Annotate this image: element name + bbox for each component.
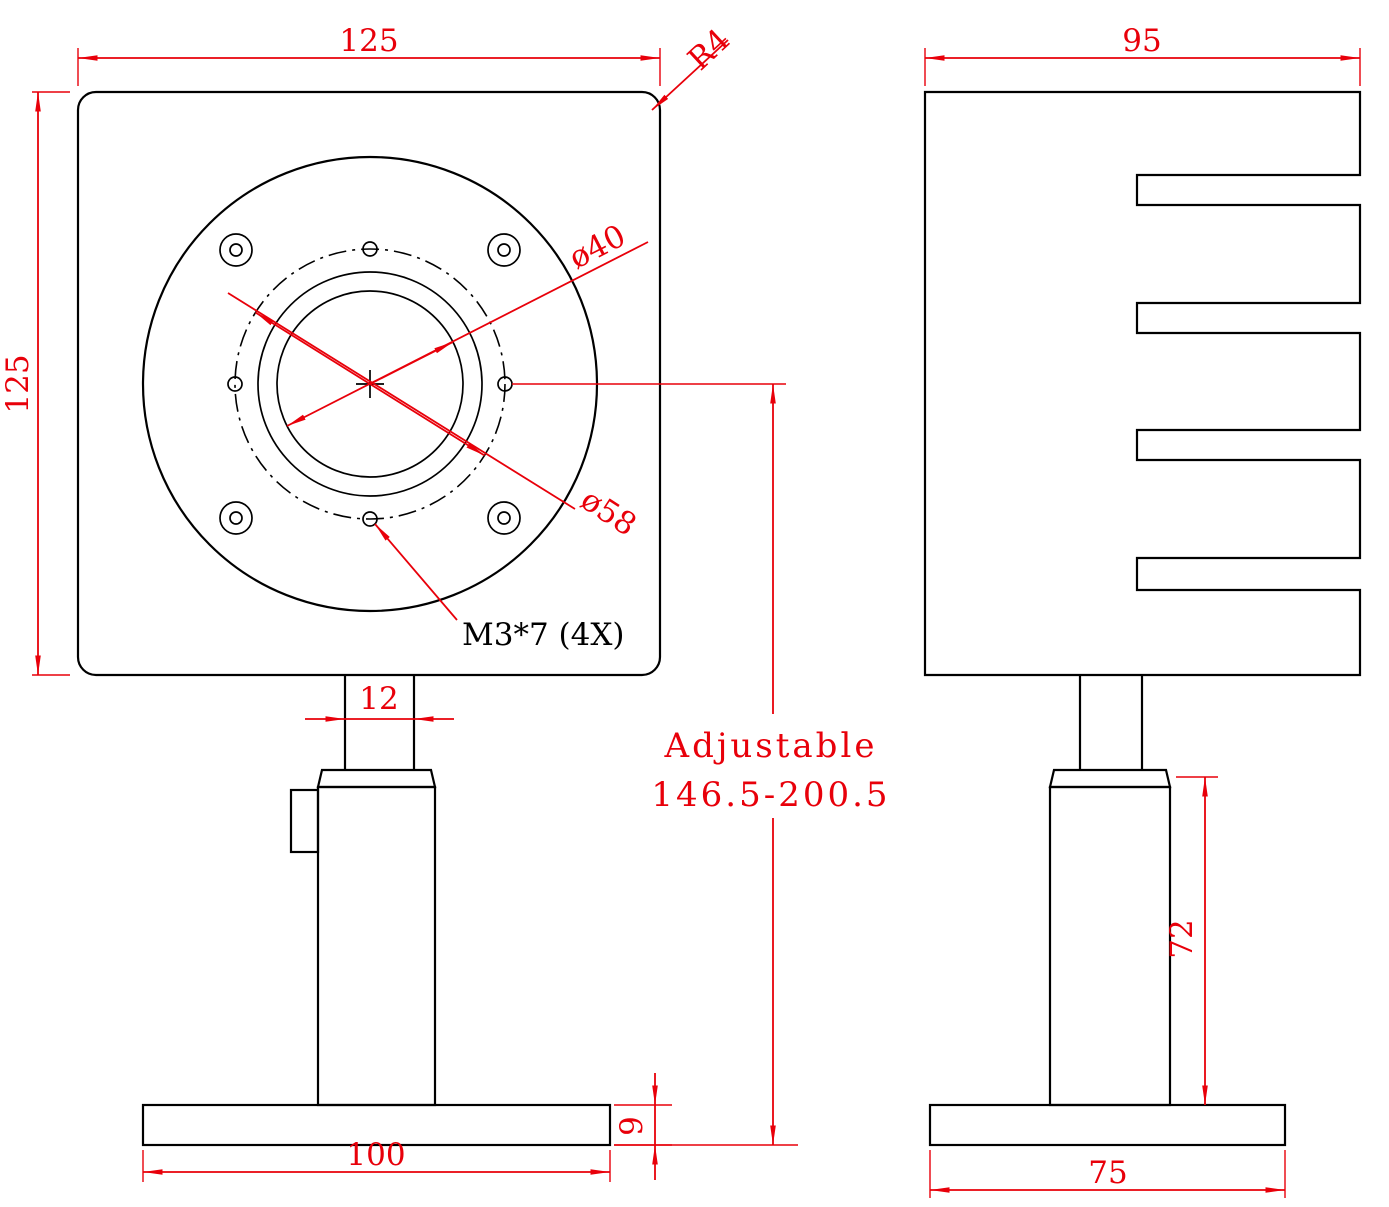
mount-hole-inner — [229, 511, 243, 525]
post-column — [316, 785, 437, 1107]
dim-line-aperture — [286, 241, 649, 427]
heatsink-body — [923, 90, 1362, 677]
side-dimensions: 95 72 75 — [924, 23, 1361, 1198]
side-view — [923, 90, 1362, 1147]
mount-hole-bottom-right — [487, 501, 521, 535]
aperture-circle — [276, 290, 464, 478]
mount-hole-outer — [487, 501, 521, 535]
mount-hole-inner — [229, 243, 243, 257]
mount-hole-inner — [497, 511, 511, 525]
post-collar — [1048, 768, 1172, 789]
leader-corner-radius — [651, 39, 729, 111]
clamp-knob — [289, 788, 320, 854]
tapped-hole-top — [362, 241, 378, 257]
dim-post-height-label: 72 — [1164, 919, 1200, 958]
mount-hole-inner — [497, 243, 511, 257]
mount-hole-outer — [219, 233, 253, 267]
post-collar — [316, 768, 437, 789]
mount-hole-outer — [219, 501, 253, 535]
post-column — [1048, 785, 1172, 1107]
corner-radius-label: R4 — [681, 22, 737, 78]
boss-circle — [257, 271, 483, 497]
dim-line-bolt-circle — [227, 292, 576, 510]
dim-line-aperture-arrow — [369, 341, 454, 385]
dim-depth-label: 95 — [1122, 23, 1161, 59]
dim-width-label: 125 — [339, 23, 398, 59]
base-plate — [928, 1103, 1287, 1147]
mount-hole-outer — [487, 233, 521, 267]
bolt-circle-diameter-label: ø58 — [574, 482, 642, 544]
dim-line-bolt-circle-arrow2 — [369, 383, 485, 457]
mount-hole-top-left — [219, 233, 253, 267]
mount-hole-bottom-left — [219, 501, 253, 535]
adjustable-label-line2: 146.5-200.5 — [651, 775, 890, 815]
base-plate — [141, 1103, 612, 1147]
dim-base-width-label: 100 — [346, 1137, 405, 1173]
dim-side-base-width-label: 75 — [1088, 1155, 1127, 1191]
front-dimensions: 125 R4 125 ø40 ø58 M3*7 (4X) 12 Adjustab… — [0, 22, 890, 1182]
dim-stem-width-label: 12 — [359, 681, 398, 717]
thread-note-label: M3*7 (4X) — [462, 617, 625, 653]
bolt-circle — [234, 248, 506, 520]
dim-base-thickness-label: 9 — [614, 1116, 650, 1136]
leader-thread-note — [374, 523, 458, 621]
dim-height-label: 125 — [0, 354, 36, 413]
mount-hole-top-right — [487, 233, 521, 267]
adjustable-label-line1: Adjustable — [664, 726, 878, 766]
front-view — [76, 90, 662, 1147]
tapped-hole-left — [227, 376, 243, 392]
tapped-hole-bottom — [362, 511, 378, 527]
dim-line-bolt-circle-arrow1 — [255, 311, 371, 385]
